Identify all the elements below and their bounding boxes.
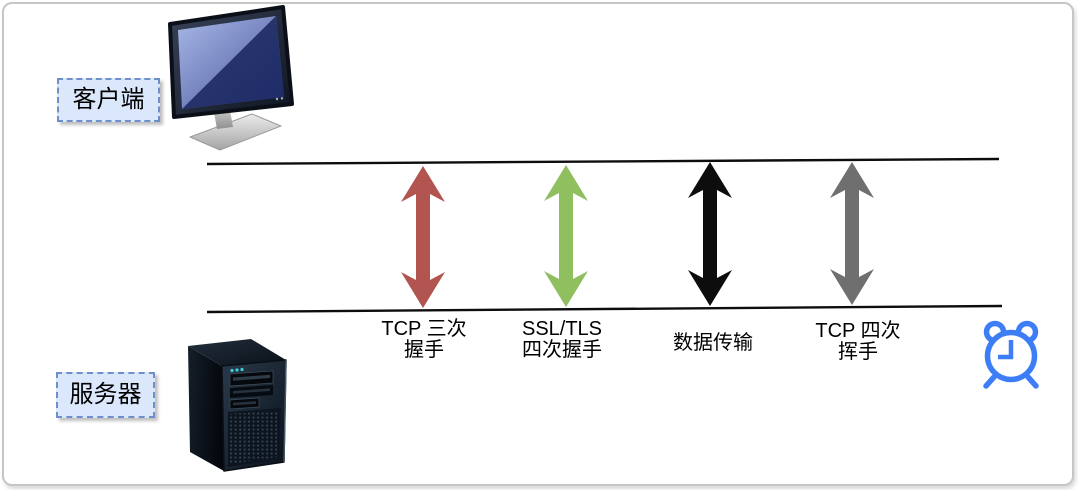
arrow-ssl-tls-handshake [544, 165, 588, 307]
client-label: 客户端 [72, 86, 145, 113]
server-drive-slot [233, 401, 256, 406]
clock-leg-right [1025, 374, 1039, 389]
server-drive-slot [233, 374, 270, 381]
server-drive-slot [233, 388, 270, 394]
clock-leg-left [983, 374, 997, 389]
caption-data-transfer: 数据传输 [673, 332, 753, 354]
clock-hands [998, 340, 1014, 360]
server-edge-highlight [283, 359, 287, 463]
monitor-logo-dot [275, 97, 279, 101]
server-tower-icon [188, 339, 287, 472]
caption-tcp-handshake: TCP 三次 握手 [381, 318, 467, 361]
server-led [235, 368, 239, 372]
server-left-face [188, 346, 224, 471]
monitor-screen-shade [182, 16, 284, 109]
server-led [230, 368, 234, 373]
monitor-logo-dot [280, 97, 284, 100]
server-timeline [206, 304, 1003, 314]
desktop-monitor-icon [168, 5, 294, 151]
server-label-box: 服务器 [56, 372, 155, 418]
server-top-face [188, 339, 286, 366]
client-label-box: 客户端 [57, 78, 160, 122]
client-timeline [206, 157, 1000, 166]
caption-tcp-teardown: TCP 四次 挥手 [815, 320, 901, 363]
server-led [240, 367, 244, 372]
arrow-tcp-teardown [830, 162, 874, 305]
arrow-tcp-handshake [401, 166, 445, 308]
arrow-data-transfer [688, 162, 732, 306]
caption-ssl-tls-handshake: SSL/TLS 四次握手 [521, 318, 603, 361]
server-label: 服务器 [69, 381, 142, 408]
server-vent-holes [230, 410, 279, 464]
alarm-clock-icon [983, 320, 1039, 389]
monitor-stand-base [189, 113, 282, 151]
